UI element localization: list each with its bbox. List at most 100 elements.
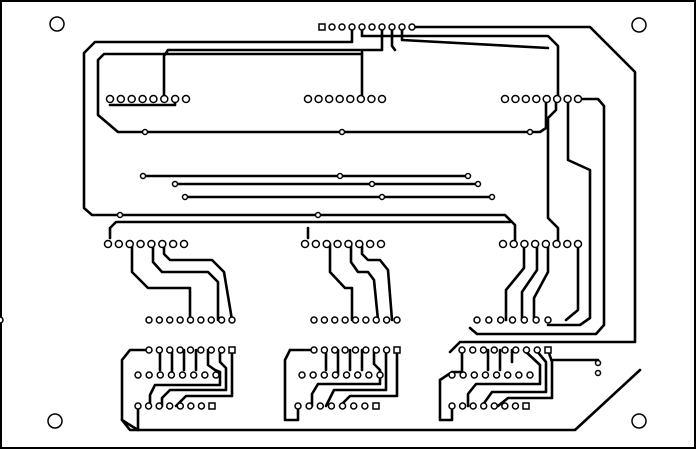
trace: [151, 242, 220, 322]
display-header-top-pad: [573, 94, 583, 104]
mounting-hole: [631, 413, 647, 429]
header-row-pad: [473, 316, 481, 324]
ic-row-pad: [526, 371, 534, 379]
ic-row-pad: [294, 402, 302, 410]
header-row-pad: [520, 316, 529, 324]
header-row-pad: [351, 316, 360, 324]
ic-row-pad: [212, 371, 220, 379]
display-header-bottom-pad: [541, 239, 551, 249]
display-header-bottom-pad: [311, 239, 321, 249]
ic-row-square-pad: [522, 402, 530, 410]
ic-row-pad: [501, 402, 509, 410]
ic-row-pad: [145, 371, 153, 379]
top-connector-pad: [398, 23, 406, 31]
trace: [283, 348, 300, 422]
ic-row-pad: [342, 371, 351, 379]
trace: [360, 25, 560, 101]
display-header-bottom-pad: [552, 239, 561, 249]
header-row-pad: [145, 316, 153, 324]
ic-row-pad: [197, 402, 206, 410]
top-connector-pad: [378, 23, 386, 31]
ic-row-pad: [316, 402, 325, 410]
display-header-bottom-pad: [158, 239, 167, 249]
trace: [328, 242, 354, 322]
ic-row-pad: [479, 402, 488, 410]
ic-row-pad: [458, 402, 467, 410]
ic-row-pad: [382, 346, 391, 354]
ic-row-pad: [327, 402, 336, 410]
trace: [410, 25, 637, 354]
ic-row-pad: [186, 346, 195, 354]
display-header-top-pad: [314, 94, 323, 104]
trace: [564, 242, 580, 322]
header-row-pad: [155, 316, 164, 324]
header-row-pad: [362, 316, 370, 324]
display-header-bottom-pad: [147, 239, 156, 249]
top-connector-pad: [328, 23, 336, 31]
ic-row-square-pad: [544, 346, 552, 354]
ic-row-pad: [362, 346, 370, 354]
traces: [82, 25, 642, 432]
ic-row-pad: [338, 402, 347, 410]
trace: [466, 348, 542, 408]
ic-row-pad: [331, 371, 340, 379]
ic-row-pad: [189, 371, 198, 379]
trace: [82, 25, 517, 246]
display-header-top-pad: [356, 94, 366, 104]
display-header-top-pad: [181, 94, 191, 104]
display-header-bottom-pad: [573, 239, 583, 249]
trace: [438, 348, 464, 382]
display-header-bottom-pad: [376, 239, 386, 249]
ic-row-pad: [165, 402, 174, 410]
display-header-top-pad: [346, 94, 355, 104]
trace: [504, 242, 526, 322]
ic-row-pad: [167, 371, 176, 379]
header-row-pad: [496, 316, 505, 324]
ic-row-pad: [310, 346, 318, 354]
ic-row-pad: [533, 346, 541, 354]
ic-row-pad: [156, 371, 165, 379]
header-row-pad: [310, 316, 318, 324]
ic-row-pad: [353, 371, 362, 379]
via: [488, 193, 496, 201]
display-header-bottom-pad: [498, 239, 508, 249]
display-header-top-pad: [324, 94, 334, 104]
display-header-bottom-pad: [530, 239, 540, 249]
trace: [310, 348, 382, 408]
ic-row-pad: [372, 346, 380, 354]
ic-row-pad: [155, 402, 163, 410]
trace: [438, 378, 454, 422]
ic-row-pad: [503, 371, 512, 379]
via: [338, 128, 346, 136]
ic-row-pad: [376, 371, 384, 379]
display-header-bottom-pad: [114, 239, 124, 249]
ic-row-pad: [134, 402, 142, 410]
trace: [546, 97, 560, 246]
top-connector-pad: [348, 23, 356, 31]
top-connector-pad: [358, 23, 366, 31]
display-header-top-pad: [170, 94, 180, 104]
ic-row-pad: [490, 346, 498, 354]
trace: [520, 242, 539, 322]
display-header-top-pad: [367, 94, 376, 104]
trace: [108, 220, 512, 240]
trace: [338, 348, 399, 408]
header-row-pad: [508, 316, 517, 324]
ic-row-pad: [365, 371, 373, 379]
ic-row-pad: [178, 371, 187, 379]
trace: [349, 242, 380, 322]
header-row-pad: [532, 316, 540, 324]
via: [171, 180, 179, 188]
top-connector-pad: [408, 23, 416, 31]
top-connector-pad: [388, 23, 396, 31]
header-row-pad: [197, 316, 205, 324]
via: [526, 128, 534, 136]
trace: [160, 348, 228, 408]
display-header-bottom-pad: [125, 239, 134, 249]
ic-row-pad: [201, 371, 209, 379]
trace: [390, 25, 397, 52]
ic-row-pad: [501, 346, 509, 354]
display-header-bottom-pad: [179, 239, 189, 249]
